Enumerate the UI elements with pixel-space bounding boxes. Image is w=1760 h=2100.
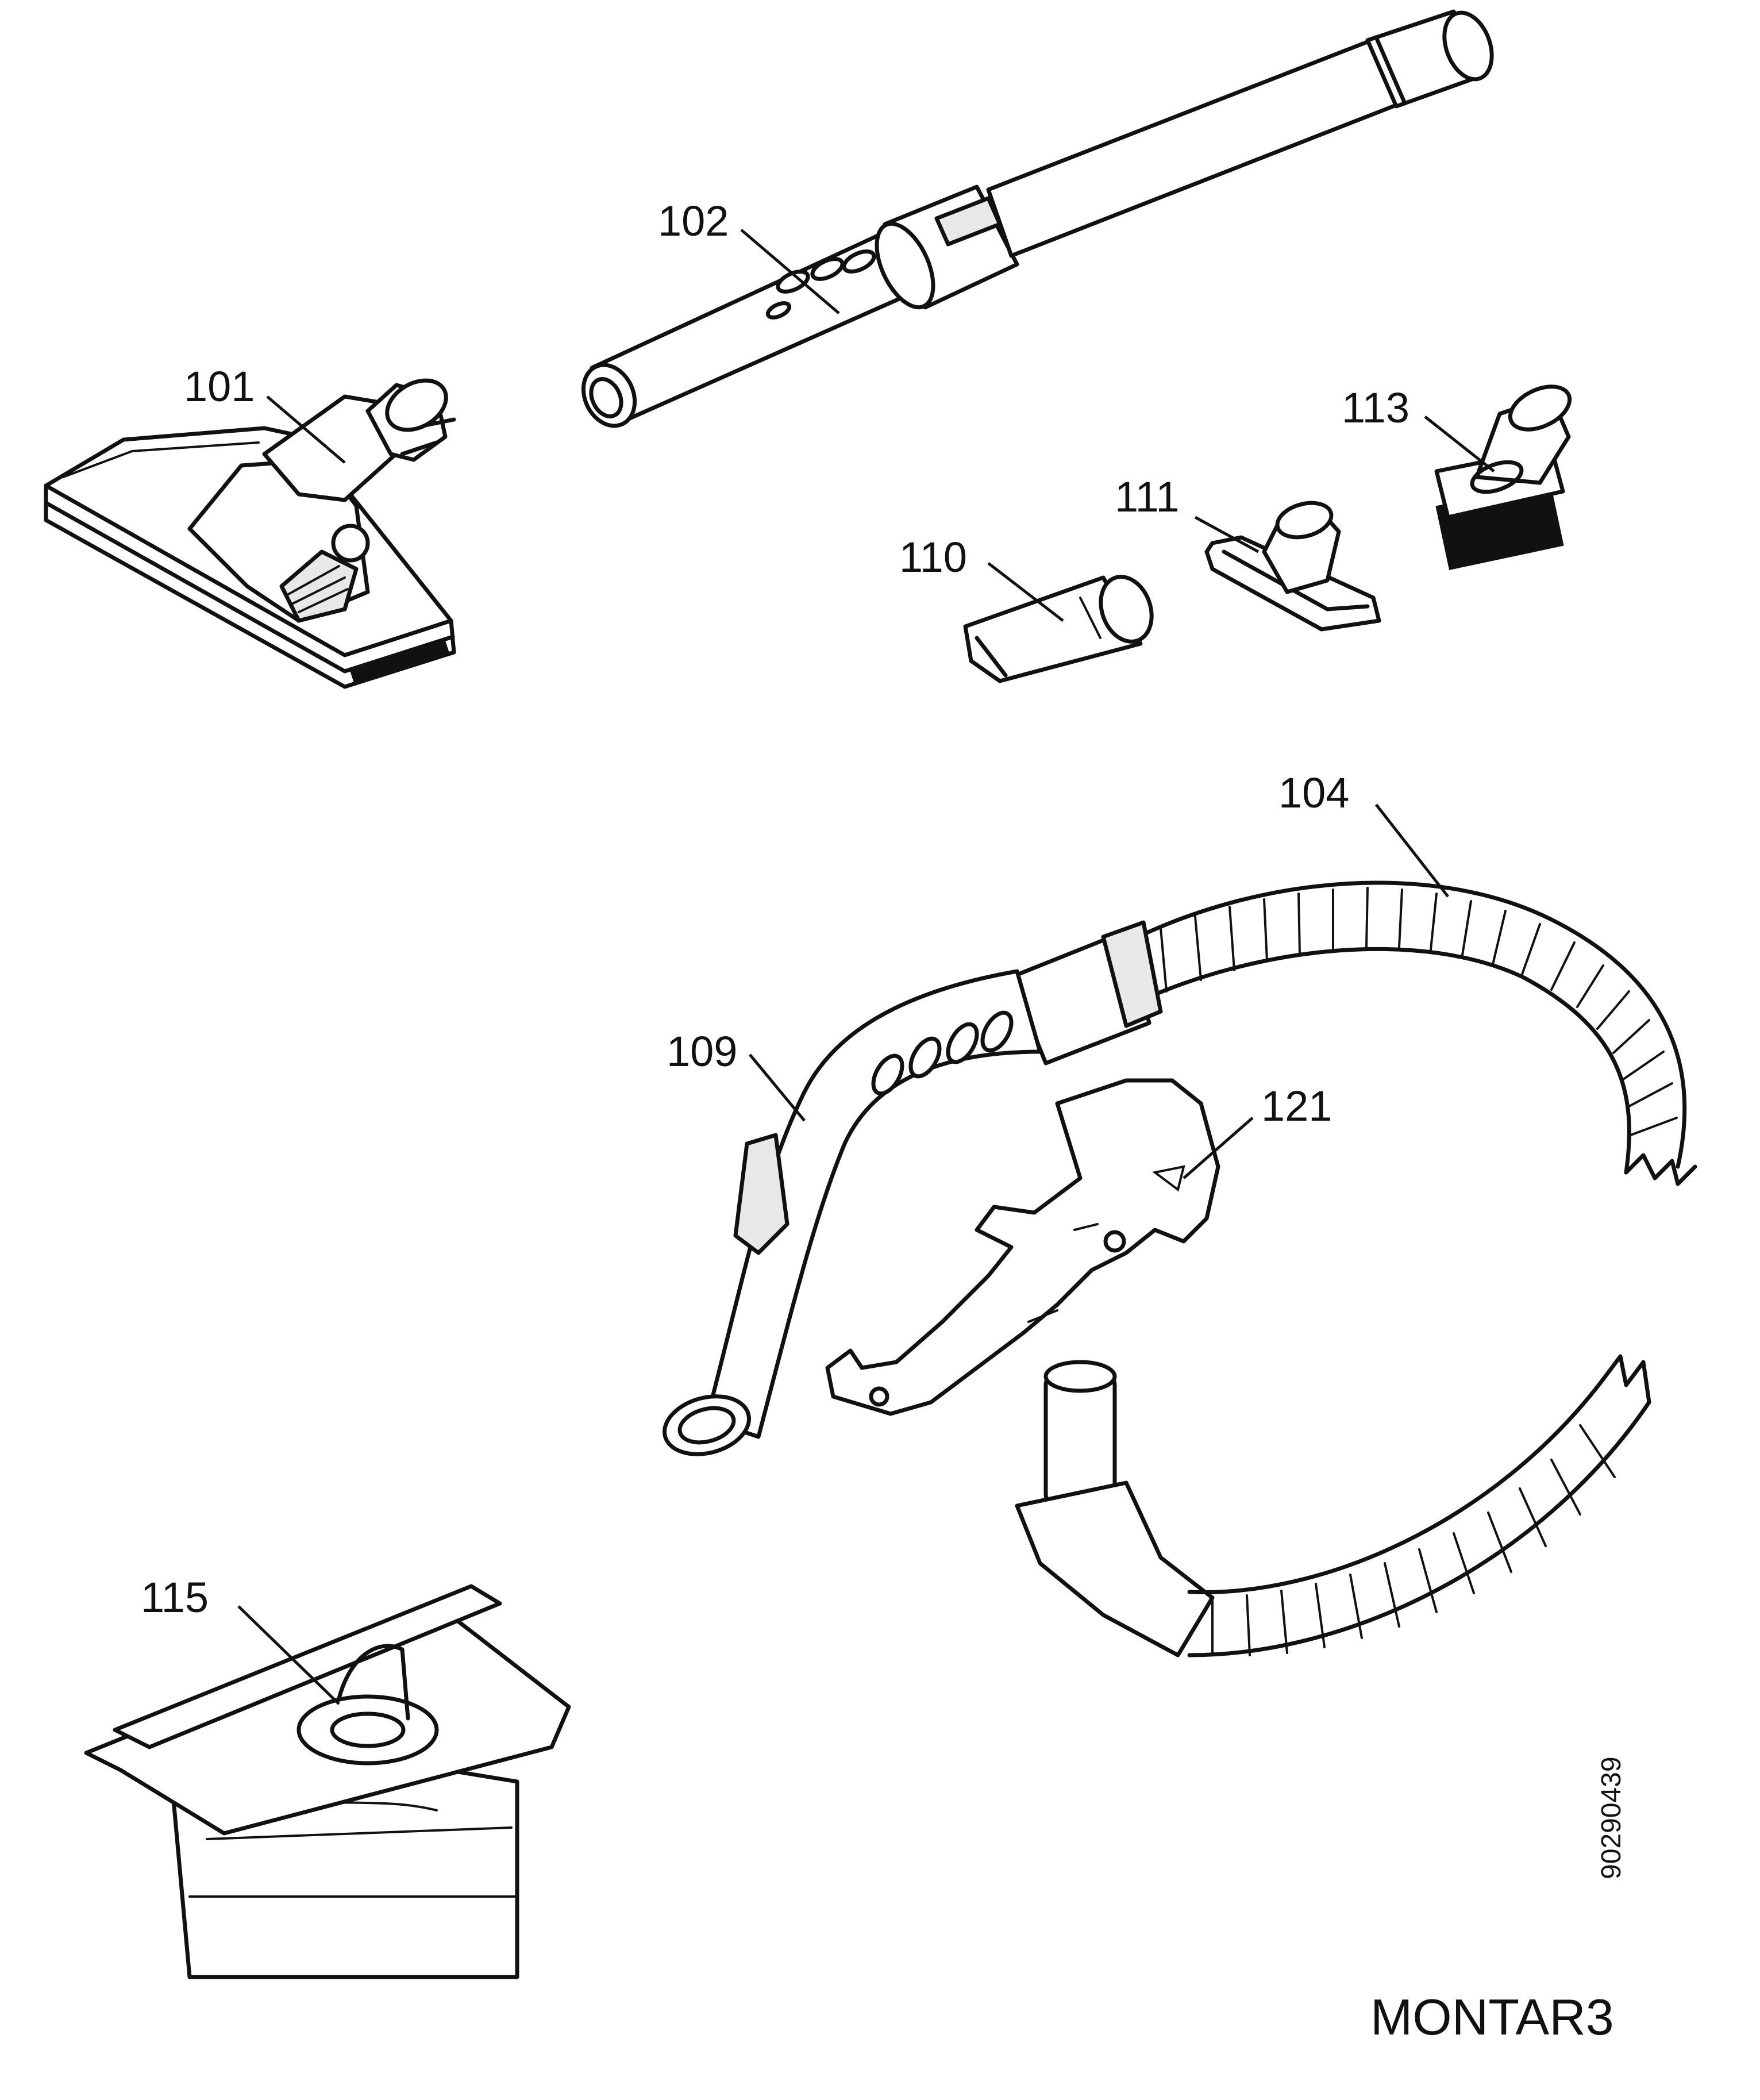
- label-102: 102: [658, 197, 729, 245]
- diagram-code: MONTAR3: [1370, 1989, 1614, 2045]
- label-115: 115: [141, 1574, 209, 1621]
- dusting-brush-part: [1434, 384, 1572, 570]
- label-110: 110: [899, 533, 967, 581]
- hose-part: [662, 880, 1697, 1456]
- label-113: 113: [1342, 384, 1409, 432]
- upholstery-nozzle-part: [1204, 501, 1381, 632]
- telescopic-tube-part: [581, 9, 1494, 428]
- label-121: 121: [1261, 1082, 1332, 1130]
- leader-lines: [237, 229, 1495, 1705]
- crevice-nozzle-part: [963, 575, 1154, 683]
- lower-hose-part: [1015, 1354, 1651, 1657]
- accessory-holder-part: [825, 1078, 1220, 1416]
- label-111: 111: [1115, 473, 1179, 521]
- label-104: 104: [1278, 769, 1349, 817]
- floor-nozzle-part: [44, 378, 456, 689]
- drawing-number: 90290439: [1596, 1756, 1627, 1879]
- label-109: 109: [667, 1028, 737, 1075]
- dust-bag-part: [84, 1584, 571, 1979]
- label-101: 101: [184, 363, 255, 410]
